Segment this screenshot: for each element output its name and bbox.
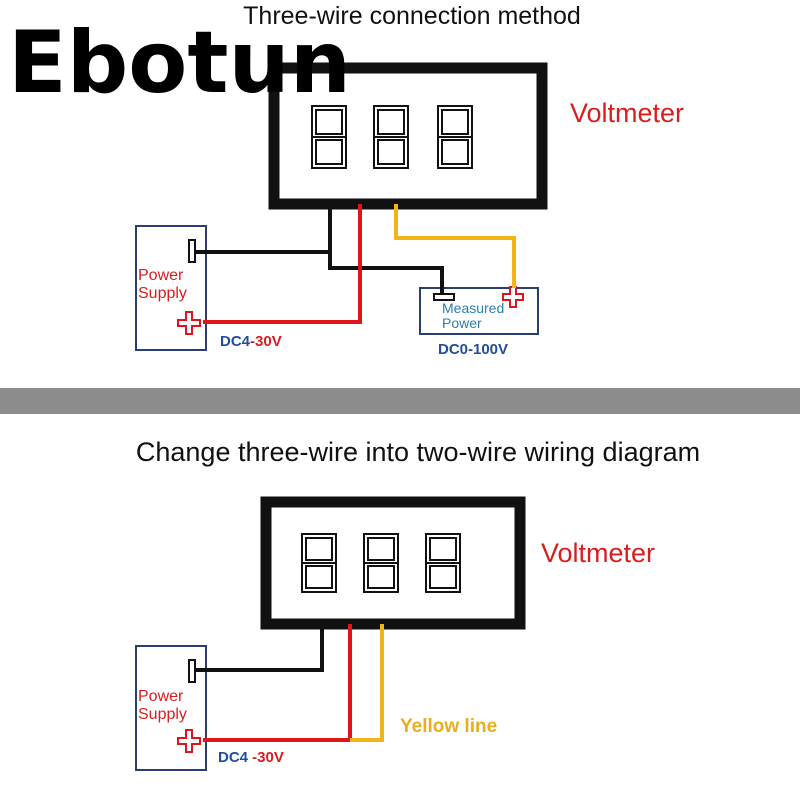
bottom-yellow-wire xyxy=(350,624,384,742)
brand-watermark: Ebotun xyxy=(8,13,351,113)
top-digit-2 xyxy=(373,105,409,169)
bottom-heading: Change three-wire into two-wire wiring d… xyxy=(136,437,700,467)
top-measured-label-1: Measured xyxy=(442,300,504,316)
top-digit-1 xyxy=(311,105,347,169)
bottom-voltmeter-label: Voltmeter xyxy=(541,538,655,568)
section-divider xyxy=(0,388,800,414)
top-supply-range-suffix: -30V xyxy=(250,333,282,350)
top-measured-label-2: Power xyxy=(442,315,482,331)
bottom-digit-1 xyxy=(301,533,337,593)
top-power-supply-label-1: Power xyxy=(138,267,184,284)
bottom-black-wire xyxy=(195,624,324,672)
top-supply-range-prefix: DC4-30V xyxy=(220,333,282,350)
top-black-wire-measured xyxy=(328,252,444,294)
top-measured-range: DC0-100V xyxy=(438,341,508,358)
bottom-supply-range-prefix: DC4 -30V xyxy=(218,749,284,766)
top-supply-positive-icon xyxy=(177,311,201,335)
top-black-wire-supply xyxy=(195,204,332,254)
yellow-line-label: Yellow line xyxy=(400,716,497,737)
bottom-red-wire xyxy=(203,624,352,742)
bottom-supply-negative-terminal xyxy=(188,659,196,683)
bottom-supply-range-suffix: -30V xyxy=(248,749,284,766)
top-power-supply-label-2: Supply xyxy=(138,285,187,302)
top-digit-display xyxy=(311,105,473,169)
top-heading: Three-wire connection method xyxy=(243,2,581,30)
top-digit-3 xyxy=(437,105,473,169)
bottom-power-supply-label-2: Supply xyxy=(138,706,187,723)
top-red-wire xyxy=(203,204,362,324)
bottom-digit-3 xyxy=(425,533,461,593)
bottom-supply-positive-icon xyxy=(177,729,201,753)
top-yellow-wire xyxy=(394,204,516,288)
bottom-digit-2 xyxy=(363,533,399,593)
bottom-digit-display xyxy=(301,533,461,593)
top-voltmeter-label: Voltmeter xyxy=(570,98,684,128)
top-measured-positive-icon xyxy=(502,286,524,308)
top-supply-negative-terminal xyxy=(188,239,196,263)
bottom-power-supply-label-1: Power xyxy=(138,688,184,705)
